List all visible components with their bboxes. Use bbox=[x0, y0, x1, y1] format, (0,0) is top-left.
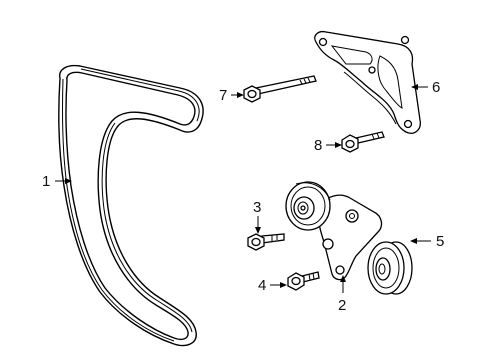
callout-label-1: 1 bbox=[42, 173, 50, 190]
callout-label-2: 2 bbox=[338, 297, 346, 314]
long-bolt[interactable] bbox=[243, 75, 317, 103]
callout-3: 3 bbox=[253, 199, 261, 234]
callout-6: 6 bbox=[411, 79, 440, 96]
callout-5: 5 bbox=[410, 233, 444, 250]
belt-tensioner[interactable] bbox=[285, 181, 383, 281]
callout-8: 8 bbox=[314, 137, 342, 154]
callout-label-4: 4 bbox=[258, 277, 266, 294]
bolt-3[interactable] bbox=[247, 233, 285, 251]
serpentine-belt[interactable] bbox=[58, 64, 204, 347]
callout-label-6: 6 bbox=[432, 79, 440, 96]
bolt-4[interactable] bbox=[287, 271, 320, 291]
callout-7: 7 bbox=[219, 87, 244, 104]
callout-4: 4 bbox=[258, 277, 287, 294]
callout-1: 1 bbox=[42, 173, 72, 190]
callout-label-5: 5 bbox=[436, 233, 444, 250]
callout-label-3: 3 bbox=[253, 199, 261, 216]
callout-2: 2 bbox=[338, 275, 346, 314]
callout-label-7: 7 bbox=[219, 87, 227, 104]
tensioner-bracket[interactable] bbox=[314, 30, 421, 134]
callout-label-8: 8 bbox=[314, 137, 322, 154]
bolt-8[interactable] bbox=[341, 131, 385, 153]
idler-pulley[interactable] bbox=[367, 241, 413, 295]
